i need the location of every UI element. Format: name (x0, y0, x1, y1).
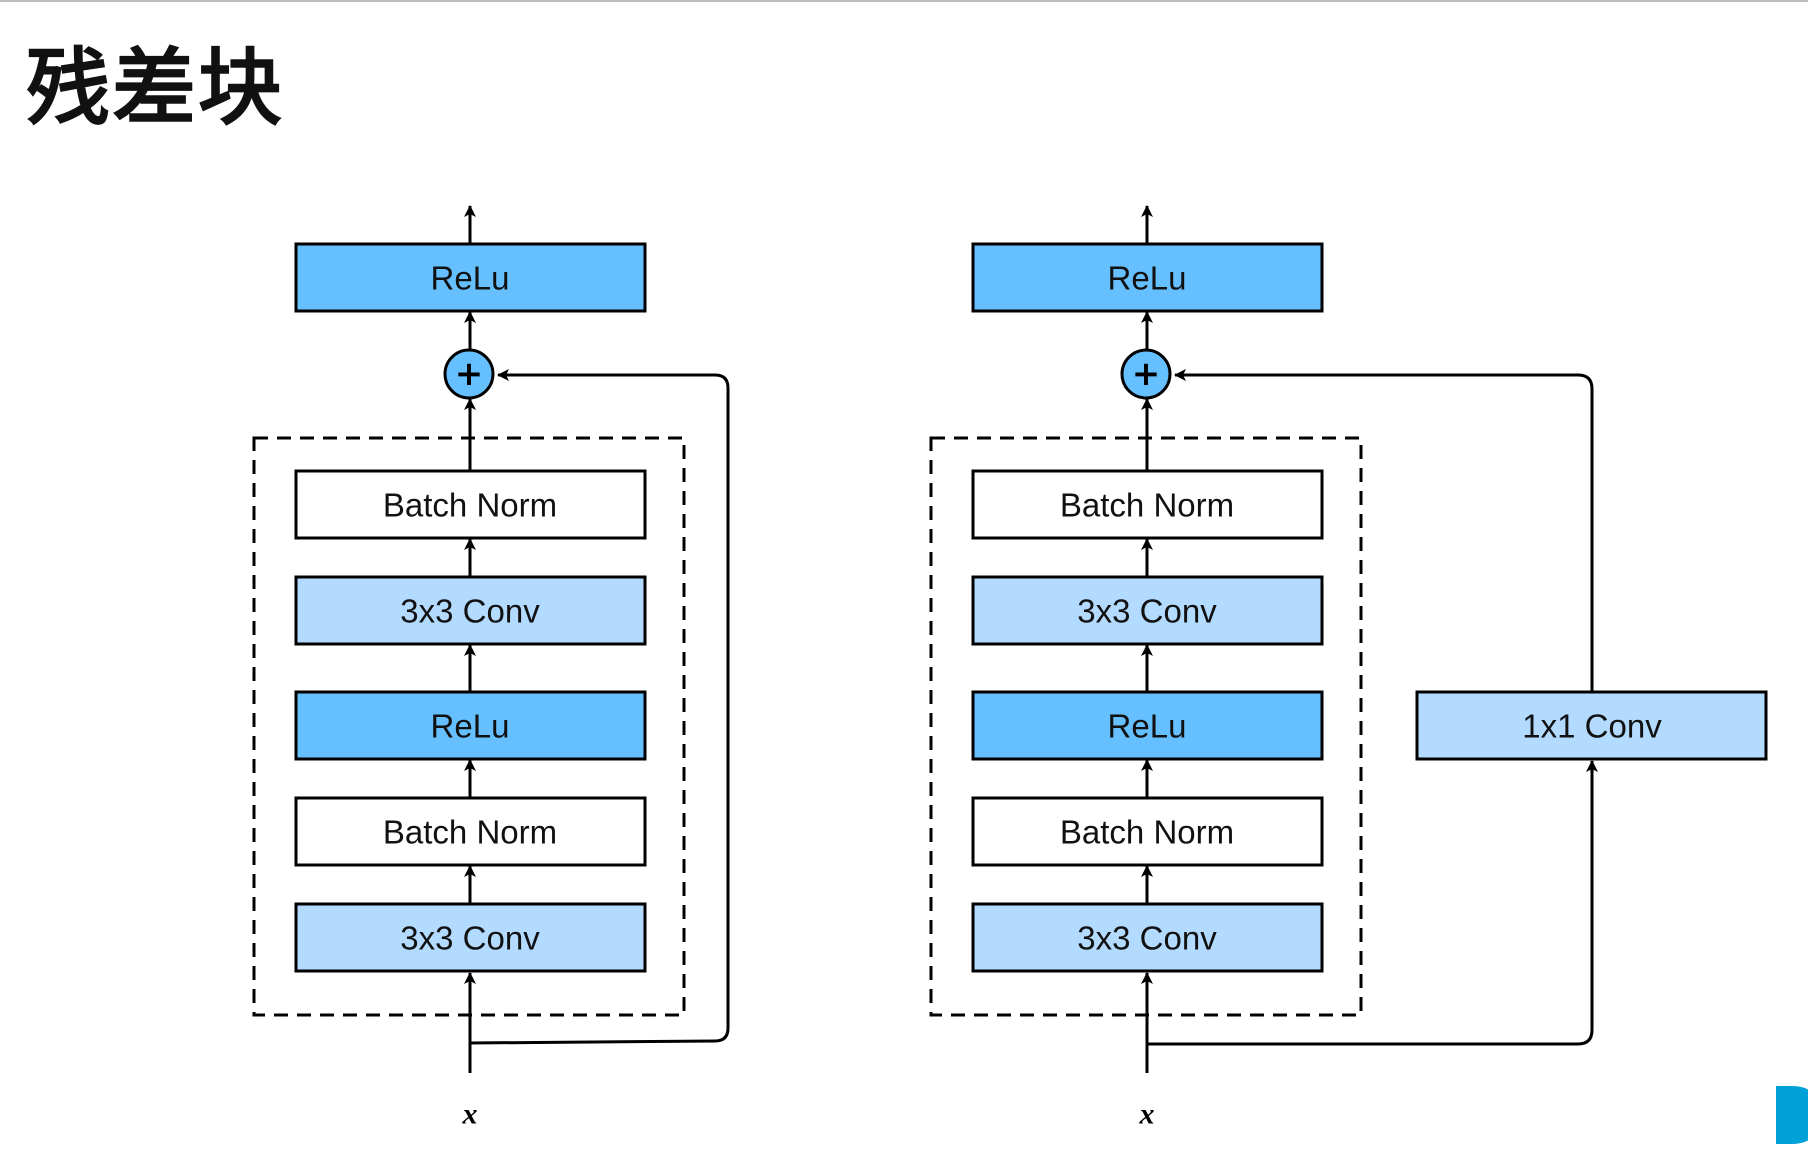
top-rule (0, 0, 1808, 2)
add-node: + (443, 348, 495, 400)
batch-norm-box: Batch Norm (971, 469, 1324, 540)
relu-box: ReLu (294, 690, 647, 761)
plus-icon: + (455, 354, 484, 394)
conv3x3-box: 3x3 Conv (294, 575, 647, 646)
batch-norm-box: Batch Norm (294, 469, 647, 540)
relu-box: ReLu (971, 690, 1324, 761)
conv3x3-box: 3x3 Conv (294, 902, 647, 973)
output-relu-label: ReLu (1108, 260, 1187, 297)
conv3x3-label: 3x3 Conv (400, 920, 540, 957)
output-relu-box: ReLu (294, 242, 647, 313)
residual-block-projection: ReLu Batch Norm 3x3 Conv ReLu Batch Norm… (929, 205, 1768, 1131)
input-x-label: x (1139, 1098, 1155, 1131)
conv3x3-label: 3x3 Conv (400, 593, 540, 630)
residual-block-identity: ReLu Batch Norm 3x3 Conv ReLu Batch Norm… (252, 205, 730, 1131)
batch-norm-label: Batch Norm (383, 814, 557, 851)
conv3x3-label: 3x3 Conv (1077, 593, 1217, 630)
batch-norm-label: Batch Norm (1060, 487, 1234, 524)
shortcut-arrow (469, 369, 730, 1045)
add-node: + (1120, 348, 1172, 400)
output-relu-box: ReLu (971, 242, 1324, 313)
relu-label: ReLu (431, 708, 510, 745)
shortcut-arrow (1147, 760, 1598, 1046)
shortcut-arrow (1174, 369, 1594, 692)
batch-norm-label: Batch Norm (1060, 814, 1234, 851)
input-x-label: x (462, 1098, 478, 1131)
conv3x3-box: 3x3 Conv (971, 575, 1324, 646)
output-relu-label: ReLu (431, 260, 510, 297)
conv1x1-box: 1x1 Conv (1415, 690, 1768, 761)
bilibili-logo-icon (1772, 1082, 1808, 1149)
conv1x1-label: 1x1 Conv (1522, 708, 1662, 745)
batch-norm-box: Batch Norm (294, 796, 647, 867)
batch-norm-label: Batch Norm (383, 487, 557, 524)
batch-norm-box: Batch Norm (971, 796, 1324, 867)
conv3x3-box: 3x3 Conv (971, 902, 1324, 973)
conv3x3-label: 3x3 Conv (1077, 920, 1217, 957)
plus-icon: + (1132, 354, 1161, 394)
page-title: 残差块 (26, 39, 285, 137)
relu-label: ReLu (1108, 708, 1187, 745)
